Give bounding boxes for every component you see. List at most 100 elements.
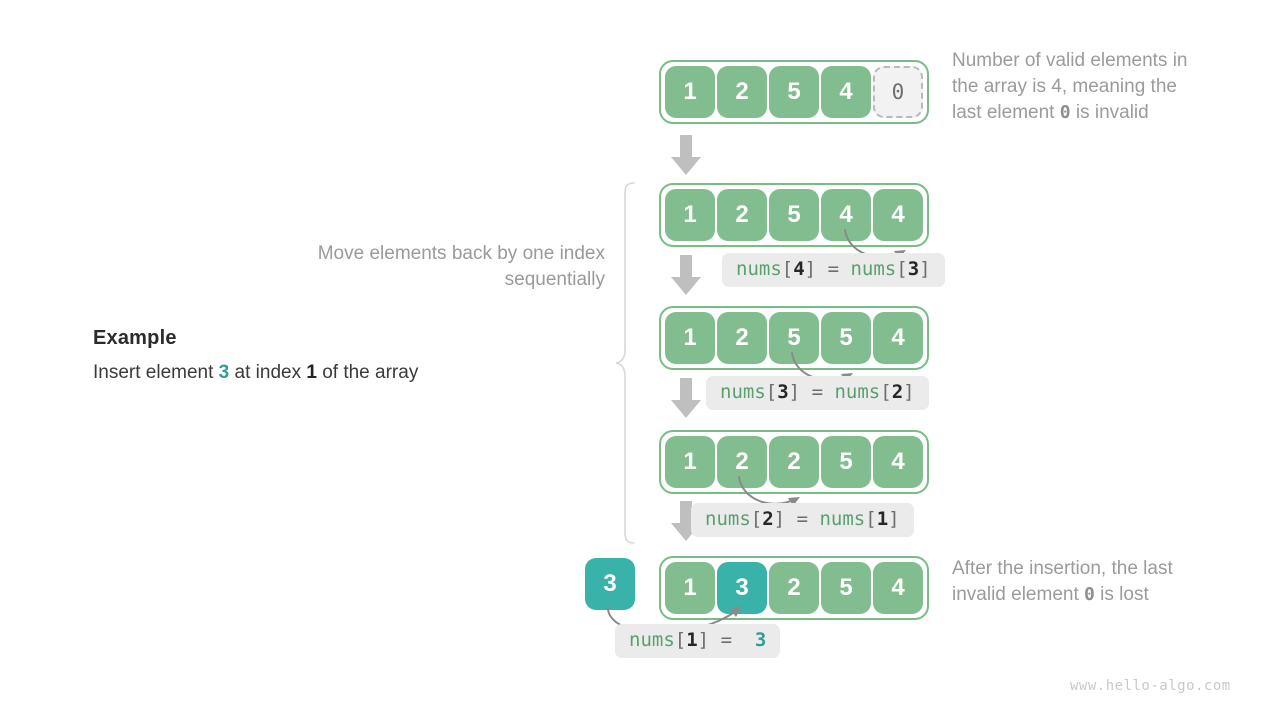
code-label-nums4-nums3: nums[4] = nums[3] (722, 253, 945, 287)
note-top-line3-prefix: last element (952, 102, 1060, 124)
note-valid-elements: Number of valid elements in the array is… (952, 48, 1272, 127)
array-cell: 4 (873, 189, 923, 241)
code-var: nums (834, 381, 881, 403)
code-bracket-open: [ (896, 258, 908, 280)
code-label-nums1-value: nums[1] = 3 (615, 624, 781, 658)
array-cell: 2 (717, 66, 767, 118)
array-cell: 5 (769, 66, 819, 118)
array-row-final: 1 3 2 5 4 (659, 556, 929, 620)
array-cell: 5 (769, 312, 819, 364)
code-var: nums (720, 381, 766, 403)
code-label-nums2-nums1: nums[2] = nums[1] (691, 503, 914, 537)
note-top-line2: the array is 4, meaning the (952, 76, 1177, 98)
note-bottom-line2-prefix: invalid element (952, 584, 1085, 606)
array-cell: 4 (873, 562, 923, 614)
code-index: 3 (777, 381, 789, 403)
code-bracket-open: [ (865, 508, 877, 530)
code-bracket-close: ] (919, 258, 931, 280)
array-cell: 2 (717, 312, 767, 364)
array-cell: 5 (769, 189, 819, 241)
code-bracket-close: ] (888, 508, 900, 530)
move-elements-caption: Move elements back by one index sequenti… (317, 243, 605, 291)
down-arrow-icon (671, 135, 701, 175)
code-index: 2 (891, 381, 904, 403)
example-desc-suffix: of the array (316, 362, 419, 383)
code-bracket-close: ] (773, 508, 786, 530)
watermark: www.hello-algo.com (1070, 678, 1231, 694)
code-equals: = (827, 258, 840, 280)
note-top-line3: last element 0 is invalid (952, 100, 1272, 126)
array-cell: 1 (665, 436, 715, 488)
note-bottom-line2: invalid element 0 is lost (952, 582, 1272, 608)
array-row-shift-3: 1 2 5 5 4 (659, 306, 929, 370)
code-index: 1 (876, 508, 889, 530)
array-cell: 2 (717, 436, 767, 488)
copy-arrow-icon (738, 476, 800, 506)
array-container: 1 3 2 5 4 (659, 556, 929, 620)
array-cell: 1 (665, 189, 715, 241)
example-title: Example (93, 327, 177, 349)
code-equals: = (720, 629, 733, 651)
note-after-insertion: After the insertion, the last invalid el… (952, 556, 1272, 608)
code-var: nums (705, 508, 751, 530)
code-bracket-close: ] (697, 629, 710, 651)
note-top-line1: Number of valid elements in (952, 50, 1188, 71)
grouping-brace (615, 182, 635, 544)
example-desc-value: 3 (218, 362, 230, 383)
array-cell: 4 (873, 312, 923, 364)
code-value: 3 (754, 629, 767, 651)
example-block: Example Insert element 3 at index 1 of t… (93, 326, 523, 386)
note-top-line3-suffix: is invalid (1070, 102, 1149, 124)
array-container: 1 2 5 4 4 (659, 183, 929, 247)
array-cell: 1 (665, 66, 715, 118)
code-bracket-open: [ (750, 508, 763, 530)
array-container: 1 2 5 4 0 (659, 60, 929, 124)
array-cell: 4 (873, 436, 923, 488)
array-cell: 1 (665, 562, 715, 614)
code-index: 4 (793, 258, 805, 280)
array-cell: 5 (821, 436, 871, 488)
array-cell: 2 (717, 189, 767, 241)
insert-element-chip: 3 (585, 558, 635, 610)
note-bottom-lost-value: 0 (1084, 584, 1095, 606)
code-bracket-close: ] (804, 258, 817, 280)
code-var: nums (629, 629, 675, 651)
array-row-shift-2: 1 2 2 5 4 (659, 430, 929, 494)
code-var: nums (850, 258, 897, 280)
code-bracket-open: [ (765, 381, 778, 403)
array-row-initial: 1 2 5 4 0 (659, 60, 929, 124)
code-index: 2 (762, 508, 774, 530)
array-cell-invalid: 0 (873, 66, 923, 118)
note-top-invalid-value: 0 (1059, 102, 1071, 124)
code-bracket-open: [ (674, 629, 687, 651)
down-arrow-icon (671, 378, 701, 418)
example-desc-middle: at index (229, 362, 307, 383)
code-equals: = (811, 381, 824, 403)
array-container: 1 2 2 5 4 (659, 430, 929, 494)
array-cell: 4 (821, 66, 871, 118)
note-bottom-line1: After the insertion, the last (952, 558, 1173, 579)
down-arrow-icon (671, 255, 701, 295)
array-container: 1 2 5 5 4 (659, 306, 929, 370)
array-cell: 5 (821, 562, 871, 614)
array-cell: 2 (769, 562, 819, 614)
code-bracket-open: [ (781, 258, 794, 280)
code-bracket-close: ] (903, 381, 915, 403)
note-bottom-line2-suffix: is lost (1094, 584, 1149, 606)
code-var: nums (819, 508, 866, 530)
code-equals: = (796, 508, 809, 530)
example-desc-index: 1 (306, 362, 317, 383)
array-cell: 2 (769, 436, 819, 488)
code-index: 3 (907, 258, 920, 280)
code-bracket-close: ] (788, 381, 801, 403)
array-cell: 5 (821, 312, 871, 364)
code-label-nums3-nums2: nums[3] = nums[2] (706, 376, 929, 410)
code-bracket-open: [ (880, 381, 892, 403)
array-row-shift-4: 1 2 5 4 4 (659, 183, 929, 247)
code-index: 1 (686, 629, 698, 651)
array-cell: 1 (665, 312, 715, 364)
example-desc-prefix: Insert element (93, 362, 219, 383)
array-cell-inserted: 3 (717, 562, 767, 614)
example-description: Insert element 3 at index 1 of the array (93, 360, 523, 386)
